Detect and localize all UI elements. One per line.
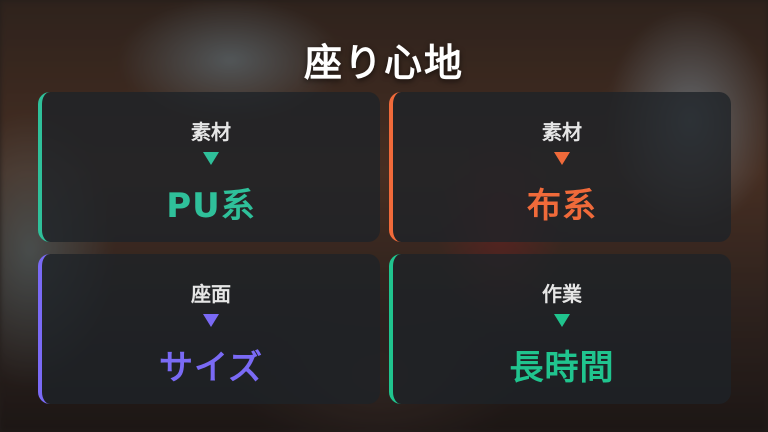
down-triangle-icon: [554, 314, 570, 327]
card-work-long-hours: 作業 長時間: [389, 254, 731, 404]
page-title: 座り心地: [303, 41, 464, 85]
card-material-fabric: 素材 布系: [389, 92, 731, 242]
card-value: サイズ: [159, 348, 263, 388]
down-triangle-icon: [203, 314, 219, 327]
card-seat-size: 座面 サイズ: [38, 254, 380, 404]
down-triangle-icon: [203, 152, 219, 165]
card-label: 素材: [191, 120, 231, 144]
card-material-pu: 素材 PU系: [38, 92, 380, 242]
card-value: PU系: [166, 186, 256, 226]
down-triangle-icon: [554, 152, 570, 165]
card-value: 長時間: [509, 348, 615, 388]
card-label: 素材: [542, 120, 582, 144]
card-label: 座面: [191, 282, 231, 306]
card-label: 作業: [542, 282, 582, 306]
card-value: 布系: [527, 186, 597, 226]
